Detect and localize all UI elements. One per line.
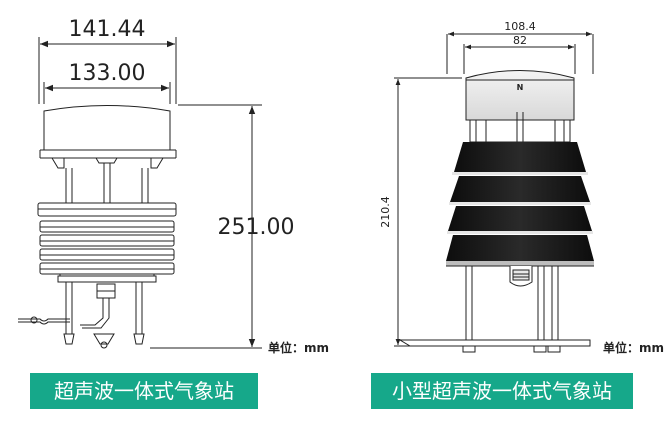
left-caption-banner: 超声波一体式气象站 [30,373,258,409]
right-height-label: 210.4 [379,196,392,228]
left-radiation-shield [37,202,177,283]
right-station-drawing [394,31,594,353]
left-height-label: 251.00 [218,215,295,240]
left-unit-label: 单位：mm [268,340,329,355]
left-station-drawing [18,37,262,349]
right-inner-width-label: 82 [513,34,527,47]
north-mark-label: N [517,83,524,92]
left-outer-width-label: 141.44 [69,17,146,42]
right-caption-banner: 小型超声波一体式气象站 [371,373,633,409]
right-radiation-shield [446,142,594,266]
left-inner-width-label: 133.00 [69,61,146,86]
right-outer-width-label: 108.4 [504,20,536,33]
right-unit-label: 单位：mm [603,340,664,355]
